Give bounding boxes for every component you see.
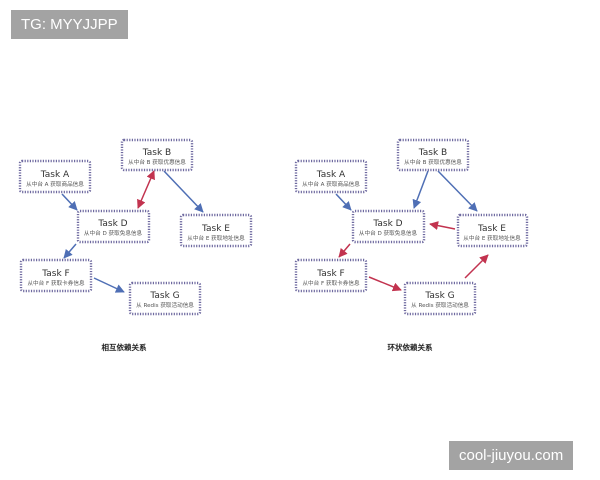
- left-task-g-node: Task G 从 Redis 获取活动信息: [128, 281, 202, 316]
- right-task-e-title: Task E: [477, 224, 506, 234]
- right-task-d-subtitle: 从中台 D 获取免息信息: [359, 229, 418, 237]
- right-task-a-node: Task A 从中台 A 获取商品信息: [294, 159, 368, 194]
- right-task-g-node: Task G 从 Redis 获取活动信息: [403, 281, 477, 316]
- left-edge-d-f: [63, 243, 77, 259]
- left-task-b-subtitle: 从中台 B 获取优惠信息: [128, 158, 186, 166]
- left-diagram: Task A 从中台 A 获取商品信息 Task B 从中台 B 获取优惠信息 …: [18, 138, 253, 352]
- left-task-d-node: Task D 从中台 D 获取免息信息: [76, 209, 151, 244]
- left-task-d-subtitle: 从中台 D 获取免息信息: [84, 229, 143, 237]
- left-task-b-title: Task B: [142, 148, 171, 158]
- left-task-b-node: Task B 从中台 B 获取优惠信息: [120, 138, 194, 172]
- left-task-a-subtitle: 从中台 A 获取商品信息: [26, 180, 84, 188]
- left-task-f-node: Task F 从中台 F 获取卡券信息: [19, 258, 93, 293]
- watermark-bottom: cool-jiuyou.com: [449, 441, 574, 470]
- right-edge-b-d: [412, 170, 429, 209]
- right-task-g-title: Task G: [424, 291, 454, 301]
- right-task-d-node: Task D 从中台 D 获取免息信息: [351, 209, 426, 244]
- left-task-e-subtitle: 从中台 E 获取地址信息: [187, 234, 245, 242]
- right-diagram-caption: 环状依赖关系: [388, 342, 433, 352]
- right-task-f-node: Task F 从中台 F 获取卡券信息: [294, 258, 368, 293]
- left-task-a-title: Task A: [40, 170, 70, 180]
- right-task-g-subtitle: 从 Redis 获取活动信息: [411, 301, 469, 309]
- right-edge-g-e: [464, 254, 489, 279]
- left-edge-f-g: [93, 277, 125, 293]
- right-edge-d-f: [338, 243, 351, 258]
- left-task-e-node: Task E 从中台 E 获取地址信息: [179, 213, 253, 248]
- right-edge-a-d: [335, 193, 352, 211]
- right-edge-e-d: [429, 221, 456, 231]
- right-task-a-subtitle: 从中台 A 获取商品信息: [302, 180, 360, 188]
- right-task-e-node: Task E 从中台 E 获取地址信息: [456, 213, 529, 248]
- left-task-f-subtitle: 从中台 F 获取卡券信息: [27, 279, 85, 287]
- left-diagram-caption: 相互依赖关系: [102, 342, 147, 352]
- right-task-b-title: Task B: [418, 148, 447, 158]
- right-task-b-subtitle: 从中台 B 获取优惠信息: [404, 158, 462, 166]
- left-task-f-title: Task F: [41, 269, 69, 279]
- watermark-top: TG: MYYJJPP: [11, 10, 128, 39]
- left-edge-b-d-bidirectional: [137, 170, 155, 209]
- right-task-d-title: Task D: [372, 219, 402, 229]
- right-edge-b-e: [437, 170, 478, 212]
- right-task-a-title: Task A: [316, 170, 346, 180]
- right-edge-f-g: [368, 276, 402, 292]
- left-task-d-title: Task D: [97, 219, 127, 229]
- right-task-f-title: Task F: [316, 269, 344, 279]
- left-edge-a-d: [61, 193, 78, 211]
- left-edge-b-e: [163, 170, 204, 213]
- left-task-g-title: Task G: [149, 291, 179, 301]
- right-diagram: Task A 从中台 A 获取商品信息 Task B 从中台 B 获取优惠信息 …: [294, 138, 529, 352]
- left-task-a-node: Task A 从中台 A 获取商品信息: [18, 159, 92, 194]
- left-task-g-subtitle: 从 Redis 获取活动信息: [136, 301, 194, 309]
- left-task-e-title: Task E: [201, 224, 230, 234]
- right-task-e-subtitle: 从中台 E 获取地址信息: [463, 234, 521, 242]
- right-task-f-subtitle: 从中台 F 获取卡券信息: [302, 279, 360, 287]
- right-task-b-node: Task B 从中台 B 获取优惠信息: [396, 138, 470, 172]
